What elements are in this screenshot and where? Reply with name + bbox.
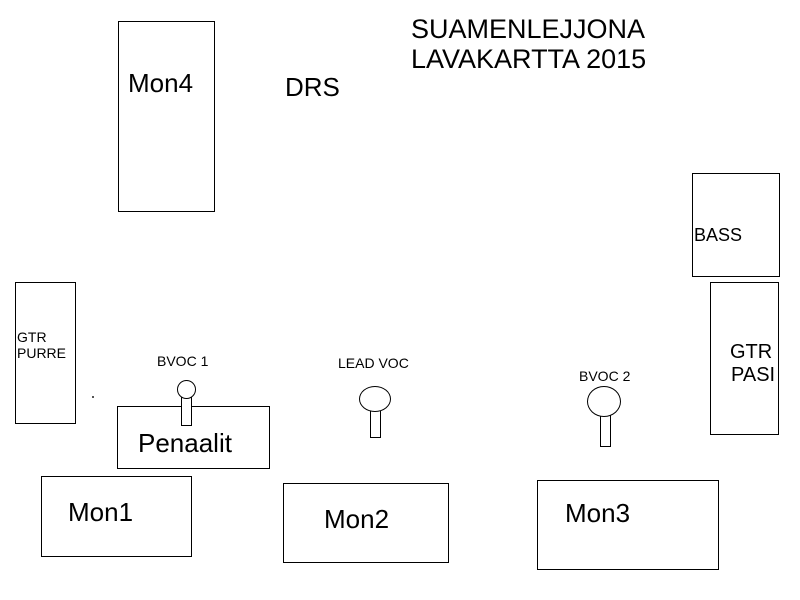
monitor-2-box [283, 483, 449, 563]
bvoc-1-mic-stand [181, 396, 192, 426]
bass-amp-label: BASS [694, 225, 743, 245]
bvoc-2-mic-icon [587, 386, 621, 417]
monitor-1-label: Mon1 [68, 497, 134, 527]
penaalit-box [117, 406, 270, 469]
guitar-purre-label-line-2: PURRE [17, 345, 67, 361]
guitar-pasi-label-line-2: PASI [731, 364, 776, 386]
guitar-pasi-label-line-1: GTR [730, 341, 773, 363]
drums-label: DRS [285, 72, 340, 102]
penaalit-label: Penaalit [138, 428, 232, 458]
monitor-3-box [537, 480, 719, 570]
bass-amp-box [692, 173, 780, 277]
monitor-3-label: Mon3 [565, 498, 631, 528]
guitar-purre-amp-box [15, 282, 76, 424]
monitor-1-box [41, 476, 192, 557]
stray-dot [92, 396, 94, 398]
guitar-purre-label-line-1: GTR [17, 329, 47, 345]
bvoc-1-label: BVOC 1 [157, 353, 209, 369]
monitor-4-box [118, 21, 215, 212]
stage-plot-title: SUAMENLEJJONA LAVAKARTTA 2015 [411, 14, 646, 74]
lead-vocal-mic-icon [359, 386, 391, 412]
monitor-4-label: Mon4 [128, 68, 194, 98]
title-line-2: LAVAKARTTA 2015 [411, 44, 647, 74]
lead-vocal-label: LEAD VOC [338, 355, 409, 371]
guitar-pasi-amp-box [710, 282, 779, 435]
bvoc-1-mic-icon [177, 380, 196, 399]
monitor-2-label: Mon2 [324, 504, 390, 534]
bvoc-2-label: BVOC 2 [579, 368, 631, 384]
title-line-1: SUAMENLEJJONA [411, 14, 646, 44]
